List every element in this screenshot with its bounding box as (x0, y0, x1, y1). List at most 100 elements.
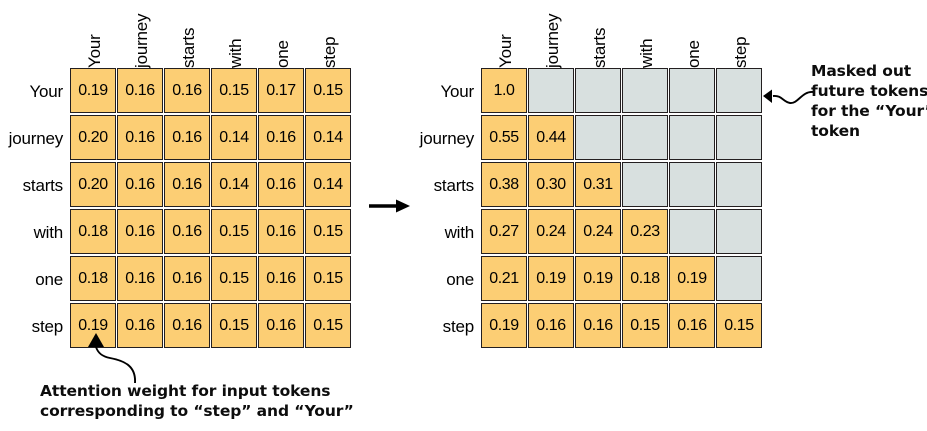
matrix-row: 0.21 0.19 0.19 0.18 0.19 (481, 256, 763, 303)
matrix-row: 0.19 0.16 0.16 0.15 0.16 0.15 (70, 303, 352, 350)
row-label-0: Your (440, 81, 474, 101)
matrix-row: 0.18 0.16 0.16 0.15 0.16 0.15 (70, 256, 352, 303)
matrix-cell: 0.15 (305, 209, 351, 254)
matrix-cell: 0.16 (117, 162, 163, 207)
matrix-cell: 0.16 (117, 68, 163, 113)
column-header-0: Your (495, 34, 515, 68)
matrix-cell: 0.20 (70, 115, 116, 160)
masked-note-line-2: for the “Your” (811, 102, 927, 120)
matrix-cell: 0.15 (716, 303, 762, 348)
matrix-cell-masked (669, 115, 715, 160)
matrix-cell: 0.31 (575, 162, 621, 207)
weight-note-line-0: Attention weight for input tokens (40, 382, 331, 400)
matrix-cell: 0.17 (258, 68, 304, 113)
row-label-2: starts (22, 175, 64, 195)
matrix-cell: 0.16 (164, 68, 210, 113)
column-header-5: step (730, 36, 750, 68)
right-matrix-column-headers: Your journey starts with one step (481, 2, 763, 68)
matrix-cell: 0.20 (70, 162, 116, 207)
row-label-5: step (442, 316, 475, 336)
row-label-0: Your (29, 81, 63, 101)
right-matrix-row-labels: Your journey starts with one step (411, 68, 481, 350)
matrix-cell: 0.16 (528, 303, 574, 348)
matrix-cell: 0.16 (117, 115, 163, 160)
matrix-cell: 0.30 (528, 162, 574, 207)
column-header-1: journey (131, 13, 151, 68)
matrix-cell: 0.14 (305, 162, 351, 207)
column-header-4: one (272, 40, 292, 68)
column-header-3: with (225, 38, 245, 68)
matrix-row: 0.38 0.30 0.31 (481, 162, 763, 209)
matrix-cell: 0.16 (258, 115, 304, 160)
transition-arrow-icon (369, 199, 410, 213)
matrix-cell: 0.16 (117, 256, 163, 301)
matrix-cell: 0.19 (528, 256, 574, 301)
matrix-cell: 0.16 (164, 162, 210, 207)
matrix-cell: 0.15 (305, 256, 351, 301)
matrix-cell: 0.19 (575, 256, 621, 301)
matrix-cell: 0.16 (258, 303, 304, 348)
matrix-cell: 0.16 (164, 303, 210, 348)
matrix-cell: 0.16 (669, 303, 715, 348)
matrix-cell: 0.15 (305, 68, 351, 113)
masked-note-line-1: future tokens (811, 82, 927, 100)
matrix-cell: 0.21 (481, 256, 527, 301)
matrix-cell: 0.16 (164, 256, 210, 301)
masked-note-line-0: Masked out (811, 62, 912, 80)
matrix-cell-masked (669, 68, 715, 113)
matrix-cell: 0.16 (117, 209, 163, 254)
matrix-cell: 0.16 (117, 303, 163, 348)
matrix-cell-masked (716, 68, 762, 113)
matrix-cell: 0.14 (305, 115, 351, 160)
column-header-2: starts (178, 27, 198, 68)
matrix-cell: 0.14 (211, 162, 257, 207)
column-header-5: step (319, 36, 339, 68)
matrix-cell: 0.27 (481, 209, 527, 254)
column-header-1: journey (542, 13, 562, 68)
matrix-cell: 0.16 (164, 209, 210, 254)
row-label-4: one (446, 269, 474, 289)
matrix-cell: 0.24 (575, 209, 621, 254)
right-masked-attention-matrix: 1.0 0.55 0.44 0.38 0.30 0.31 0.27 0.24 0… (481, 68, 763, 350)
matrix-cell: 0.24 (528, 209, 574, 254)
matrix-cell: 0.15 (211, 256, 257, 301)
matrix-cell: 0.38 (481, 162, 527, 207)
matrix-cell-masked (716, 256, 762, 301)
matrix-cell-masked (622, 162, 668, 207)
matrix-cell: 0.14 (211, 115, 257, 160)
column-header-0: Your (84, 34, 104, 68)
matrix-cell-masked (622, 115, 668, 160)
matrix-cell: 1.0 (481, 68, 527, 113)
matrix-row: 0.27 0.24 0.24 0.23 (481, 209, 763, 256)
matrix-cell: 0.15 (305, 303, 351, 348)
matrix-row: 0.19 0.16 0.16 0.15 0.17 0.15 (70, 68, 352, 115)
matrix-cell: 0.15 (211, 209, 257, 254)
matrix-cell-masked (575, 115, 621, 160)
weight-note: Attention weight for input tokens corres… (40, 381, 354, 421)
matrix-cell: 0.55 (481, 115, 527, 160)
masked-note-line-3: token (811, 122, 860, 140)
masked-note-pointer-icon (763, 89, 814, 104)
matrix-cell: 0.19 (70, 68, 116, 113)
matrix-cell: 0.19 (669, 256, 715, 301)
matrix-cell-masked (669, 209, 715, 254)
left-matrix-row-labels: Your journey starts with one step (0, 68, 70, 350)
row-label-5: step (31, 316, 64, 336)
column-header-3: with (636, 38, 656, 68)
matrix-cell: 0.16 (258, 256, 304, 301)
matrix-cell: 0.16 (258, 209, 304, 254)
masked-note: Masked out future tokens for the “Your” … (811, 61, 927, 141)
matrix-cell-masked (716, 209, 762, 254)
matrix-row: 0.55 0.44 (481, 115, 763, 162)
matrix-cell: 0.15 (211, 303, 257, 348)
matrix-cell: 0.15 (211, 68, 257, 113)
row-label-1: journey (419, 128, 475, 148)
row-label-3: with (444, 222, 475, 242)
column-header-4: one (683, 40, 703, 68)
matrix-cell: 0.19 (481, 303, 527, 348)
matrix-cell: 0.16 (164, 115, 210, 160)
matrix-cell: 0.18 (70, 256, 116, 301)
matrix-cell-masked (716, 115, 762, 160)
weight-note-pointer-icon (88, 333, 136, 384)
column-header-2: starts (589, 27, 609, 68)
